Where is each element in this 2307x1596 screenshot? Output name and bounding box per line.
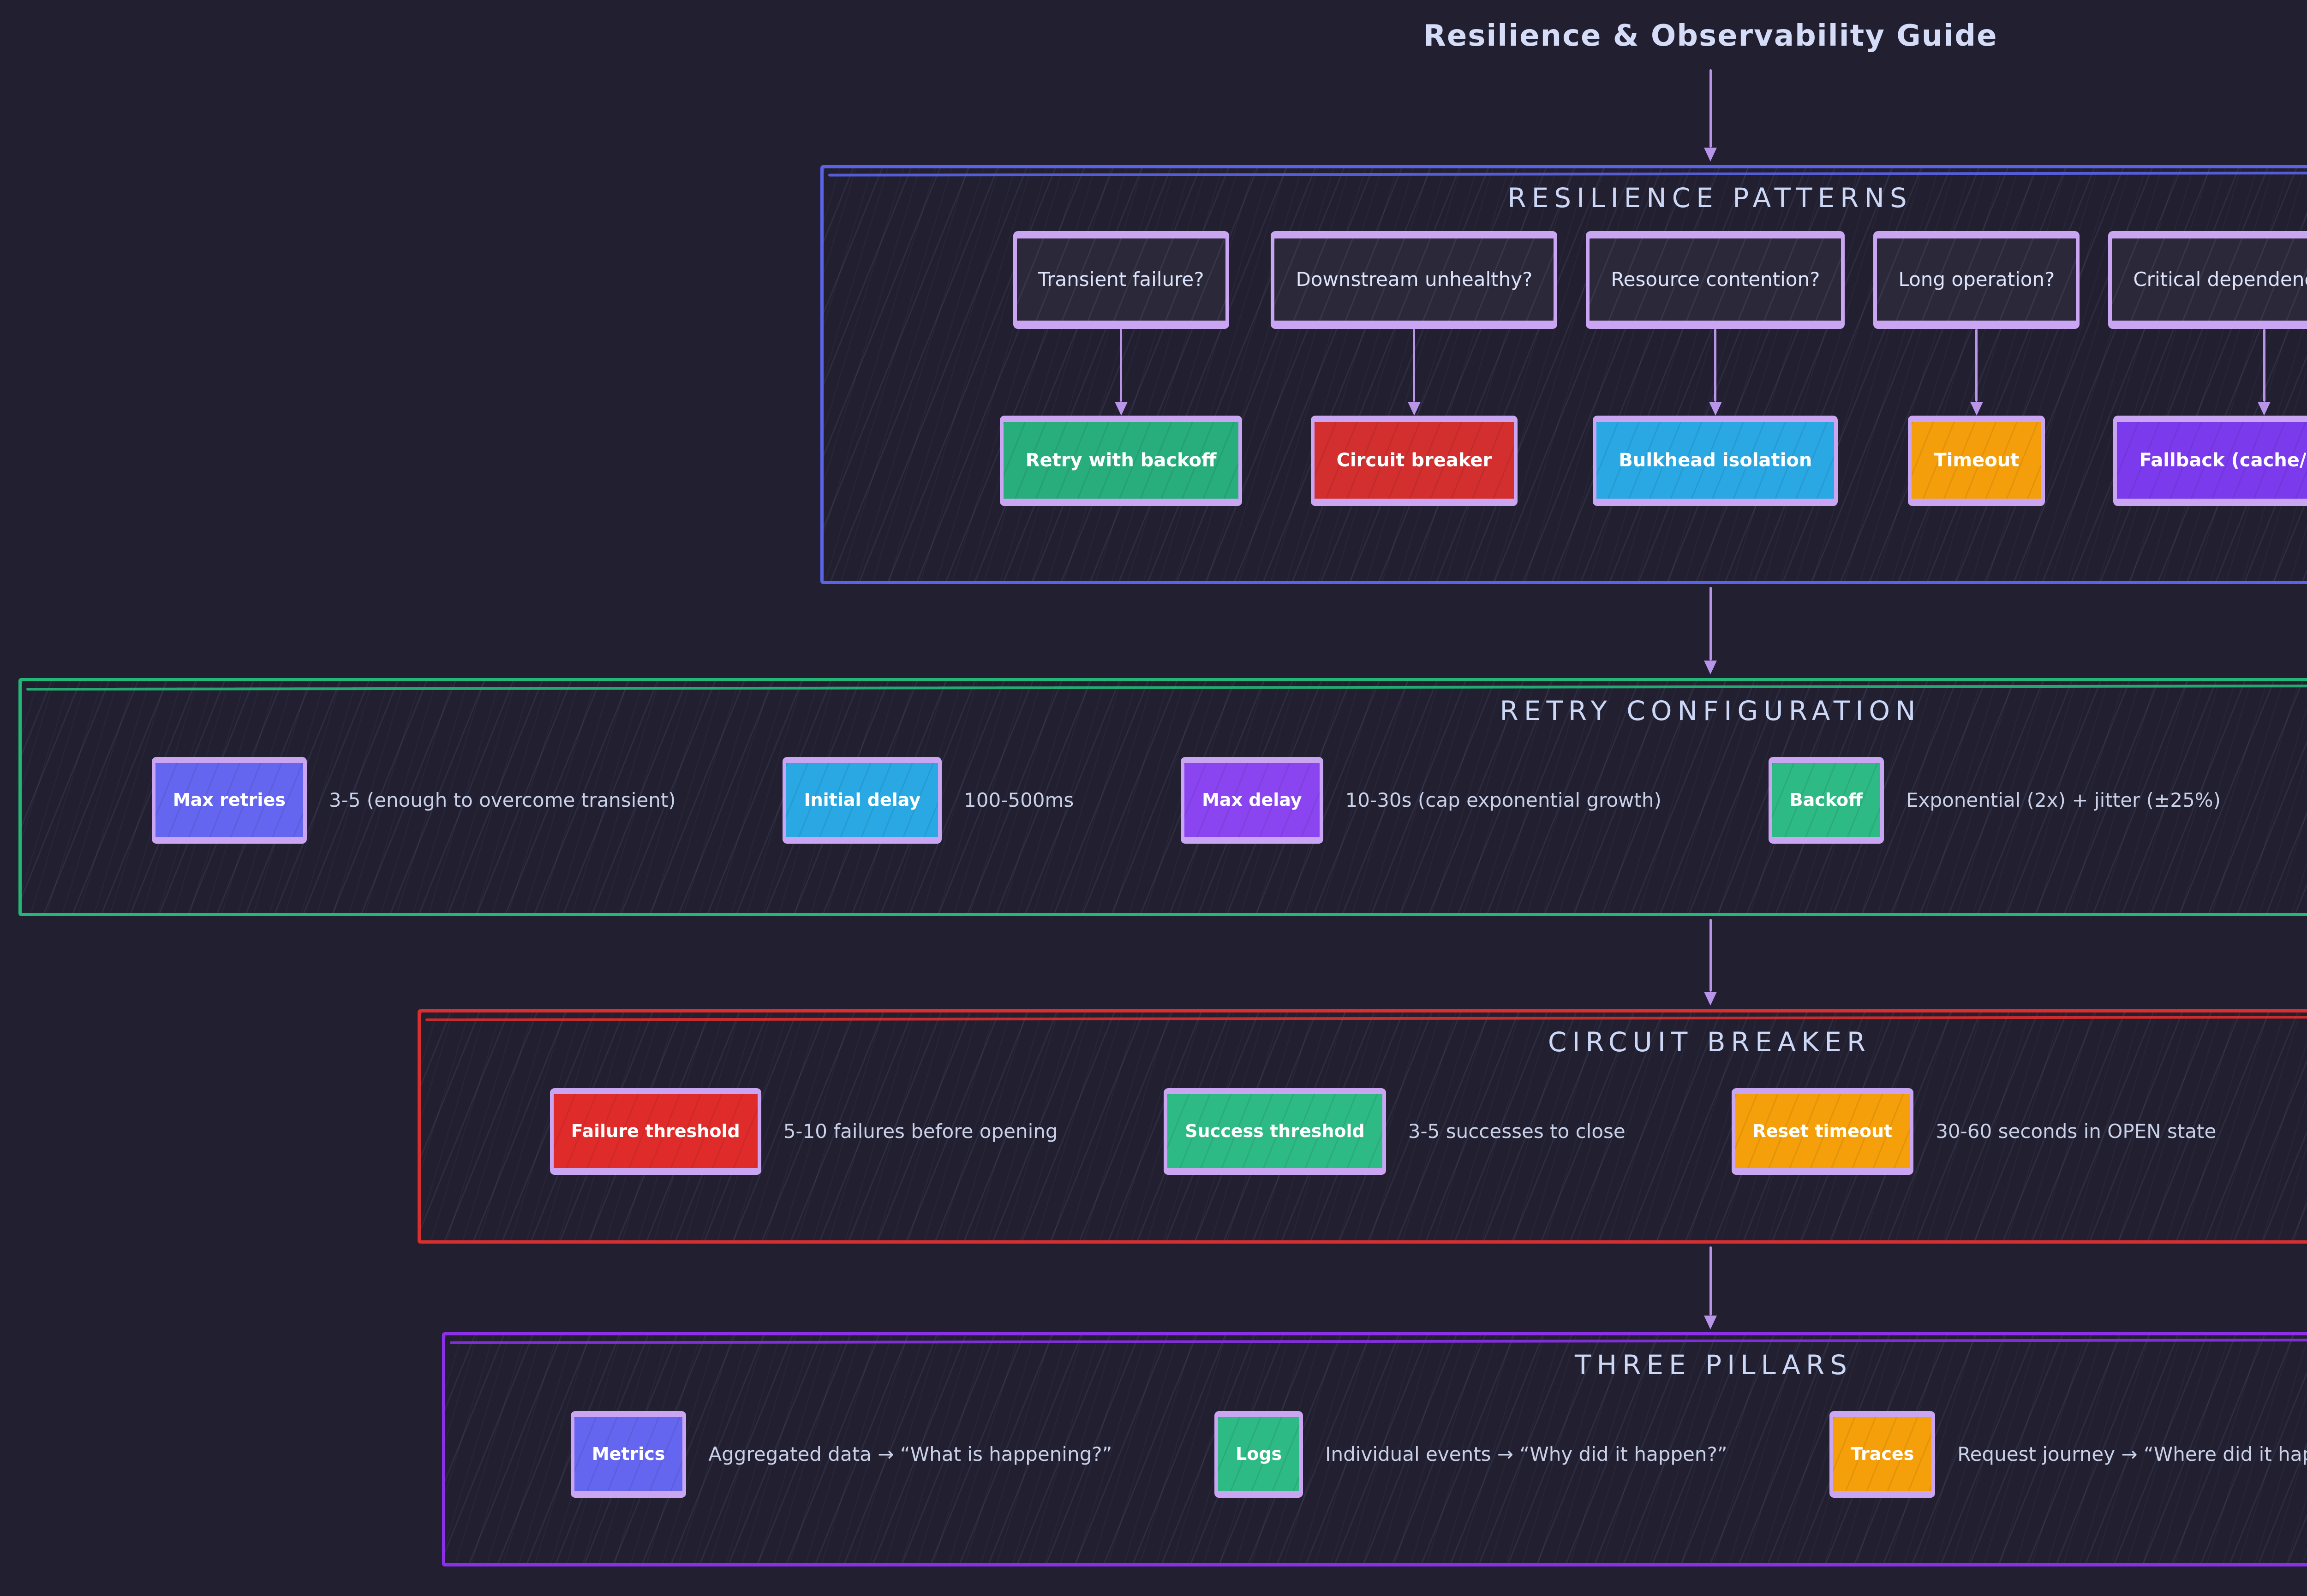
retry-items-row: Max retries 3-5 (enough to overcome tran… <box>22 756 2307 844</box>
arrow-down-icon <box>1970 328 1983 416</box>
badge-description: 100-500ms <box>964 788 1074 811</box>
badge-max-delay: Max delay <box>1181 756 1323 844</box>
badge-description: 30-60 seconds in OPEN state <box>1936 1120 2217 1143</box>
decision-pair: Transient failure? Retry with backoff <box>999 231 1243 506</box>
decision-pair: Critical dependency down? Fallback (cach… <box>2108 231 2307 506</box>
question-box: Resource contention? <box>1586 231 1845 329</box>
config-item: Reset timeout 30-60 seconds in OPEN stat… <box>1731 1088 2217 1175</box>
section-three-pillars: THREE PILLARS Metrics Aggregated data → … <box>442 1332 2307 1566</box>
section-title-three-pillars: THREE PILLARS <box>1575 1349 1853 1381</box>
question-box: Transient failure? <box>1013 231 1229 329</box>
arrow-down-icon <box>1704 1246 1717 1329</box>
decision-pair: Long operation? Timeout <box>1873 231 2080 506</box>
question-box: Long operation? <box>1873 231 2080 329</box>
badge-success-threshold: Success threshold <box>1164 1088 1386 1175</box>
badge-description: Request journey → “Where did it happen?” <box>1957 1442 2307 1465</box>
decision-pair: Downstream unhealthy? Circuit breaker <box>1271 231 1558 506</box>
badge-failure-threshold: Failure threshold <box>550 1088 761 1175</box>
answer-box: Retry with backoff <box>999 415 1243 506</box>
section-title-resilience-patterns: RESILIENCE PATTERNS <box>1507 182 1913 214</box>
section-circuit-breaker: CIRCUIT BREAKER Failure threshold 5-10 f… <box>418 1009 2307 1244</box>
badge-description: 3-5 (enough to overcome transient) <box>329 788 676 811</box>
arrow-down-icon <box>1704 587 1717 674</box>
decision-row: Transient failure? Retry with backoff Do… <box>824 231 2307 506</box>
badge-reset-timeout: Reset timeout <box>1731 1088 1914 1175</box>
badge-metrics: Metrics <box>570 1411 687 1498</box>
config-item: Max retries 3-5 (enough to overcome tran… <box>151 756 676 844</box>
arrow-down-icon <box>1709 328 1722 416</box>
config-item: Success threshold 3-5 successes to close <box>1164 1088 1626 1175</box>
question-box: Critical dependency down? <box>2108 231 2307 329</box>
section-retry-configuration: RETRY CONFIGURATION Max retries 3-5 (eno… <box>18 678 2307 916</box>
config-item: Backoff Exponential (2x) + jitter (±25%) <box>1768 756 2221 844</box>
badge-description: Exponential (2x) + jitter (±25%) <box>1906 788 2221 811</box>
badge-description: Aggregated data → “What is happening?” <box>708 1442 1112 1465</box>
badge-description: 10-30s (cap exponential growth) <box>1345 788 1662 811</box>
badge-traces: Traces <box>1829 1411 1936 1498</box>
circuit-items-row: Failure threshold 5-10 failures before o… <box>421 1088 2307 1175</box>
pillar-item: Traces Request journey → “Where did it h… <box>1829 1411 2307 1498</box>
badge-max-retries: Max retries <box>151 756 307 844</box>
answer-box: Circuit breaker <box>1310 415 1518 506</box>
badge-backoff: Backoff <box>1768 756 1884 844</box>
config-item: Initial delay 100-500ms <box>783 756 1074 844</box>
config-item: Failure threshold 5-10 failures before o… <box>550 1088 1058 1175</box>
question-box: Downstream unhealthy? <box>1271 231 1558 329</box>
answer-box: Bulkhead isolation <box>1593 415 1838 506</box>
badge-initial-delay: Initial delay <box>783 756 942 844</box>
decision-pair: Resource contention? Bulkhead isolation <box>1586 231 1845 506</box>
answer-box: Fallback (cache/default) <box>2113 415 2307 506</box>
page-title: Resilience & Observability Guide <box>1423 19 1998 53</box>
badge-description: Individual events → “Why did it happen?” <box>1325 1442 1727 1465</box>
badge-description: 5-10 failures before opening <box>783 1120 1058 1143</box>
section-title-circuit-breaker: CIRCUIT BREAKER <box>1548 1026 1871 1058</box>
pillar-item: Logs Individual events → “Why did it hap… <box>1214 1411 1727 1498</box>
badge-description: 3-5 successes to close <box>1408 1120 1626 1143</box>
answer-box: Timeout <box>1908 415 2045 506</box>
arrow-down-icon <box>1704 919 1717 1006</box>
section-resilience-patterns: RESILIENCE PATTERNS Transient failure? R… <box>820 165 2307 584</box>
arrow-down-icon <box>2258 328 2271 416</box>
badge-logs: Logs <box>1214 1411 1303 1498</box>
config-item: Max delay 10-30s (cap exponential growth… <box>1181 756 1662 844</box>
pillar-item: Metrics Aggregated data → “What is happe… <box>570 1411 1112 1498</box>
pillars-items-row: Metrics Aggregated data → “What is happe… <box>445 1411 2307 1498</box>
arrow-down-icon <box>1704 69 1717 161</box>
arrow-down-icon <box>1114 328 1128 416</box>
arrow-down-icon <box>1407 328 1421 416</box>
section-title-retry-configuration: RETRY CONFIGURATION <box>1500 695 1921 727</box>
